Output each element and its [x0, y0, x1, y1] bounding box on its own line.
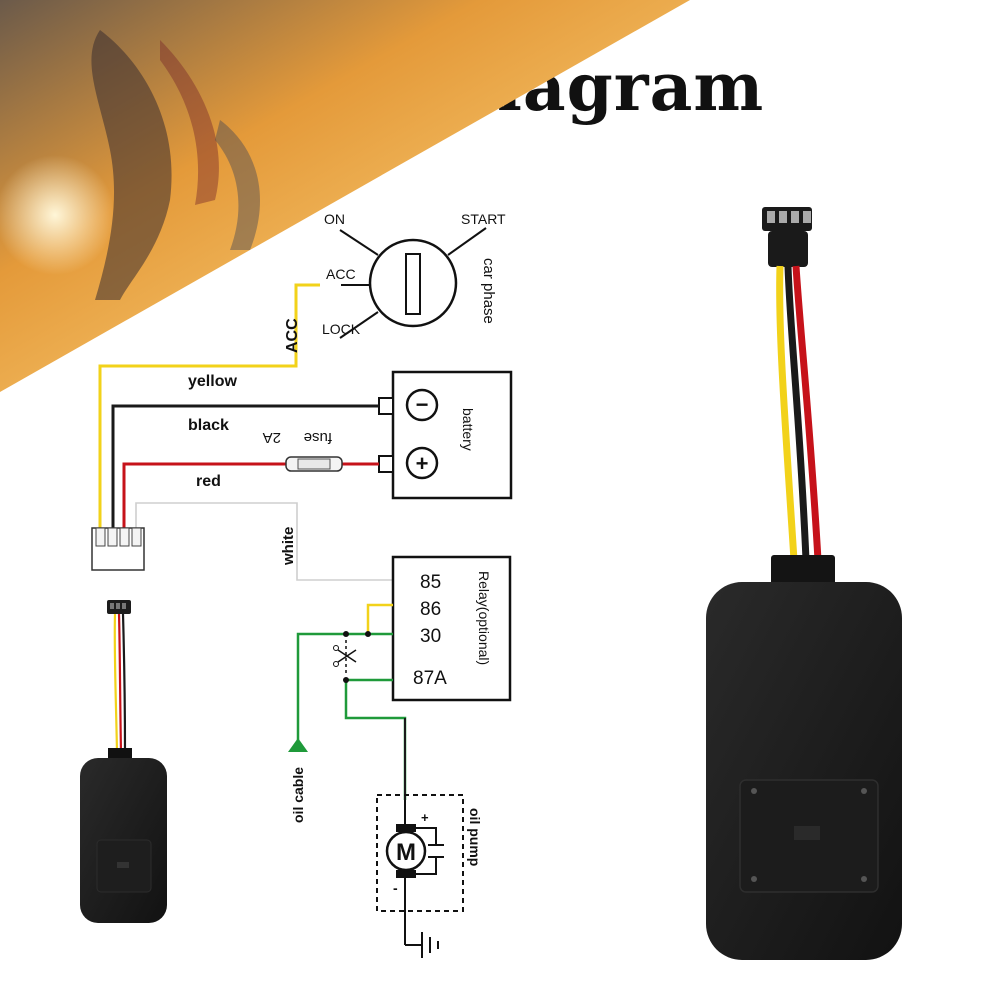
ignition-acc-label: ACC — [326, 266, 356, 282]
pump-minus-label: - — [393, 880, 398, 896]
pump-plus-label: + — [421, 810, 429, 825]
relay-label: Relay(optional) — [476, 571, 492, 665]
white-wire-label: white — [280, 527, 297, 566]
battery-positive-icon: + — [416, 451, 429, 476]
relay-pin-86: 86 — [420, 599, 441, 620]
wire-connector — [91, 527, 145, 571]
fuse — [285, 456, 343, 472]
battery-negative-icon: − — [416, 392, 429, 417]
background-photo — [0, 0, 690, 392]
battery-label: battery — [460, 408, 476, 451]
ignition-lock-label: LOCK — [322, 321, 361, 337]
fuse-label: fuse — [304, 429, 332, 446]
oil-pump: M + - oil pump — [376, 794, 483, 912]
oil-cable-arrow-icon — [288, 738, 308, 752]
oil-pump-label: oil pump — [467, 808, 483, 866]
acc-wire-label: ACC — [284, 318, 301, 353]
ignition-on-label: ON — [324, 211, 345, 227]
relay: 85 86 30 87A Relay(optional) — [391, 555, 512, 702]
ignition-start-label: START — [461, 211, 506, 227]
red-wire-label: red — [196, 473, 221, 490]
gps-tracker-large — [706, 207, 902, 960]
fuse-rating-label: 2A — [263, 429, 281, 446]
yellow-wire-label: yellow — [188, 373, 237, 390]
relay-pin-30: 30 — [420, 626, 441, 647]
gps-tracker-small — [80, 600, 167, 923]
relay-wiring: oil cable — [288, 603, 407, 823]
relay-pin-87a: 87A — [413, 668, 447, 689]
wires: ACC yellow black fuse 2A red white — [98, 283, 393, 581]
ground-icon — [404, 911, 439, 958]
relay-pin-85: 85 — [420, 572, 441, 593]
ignition-switch: ON START ACC LOCK car phase — [322, 211, 506, 339]
scissors-icon — [333, 645, 357, 667]
battery: − + battery — [378, 370, 513, 500]
oil-cable-label: oil cable — [290, 767, 306, 823]
car-phase-label: car phase — [480, 258, 497, 324]
black-wire-label: black — [188, 417, 229, 434]
motor-icon: M — [396, 839, 416, 866]
